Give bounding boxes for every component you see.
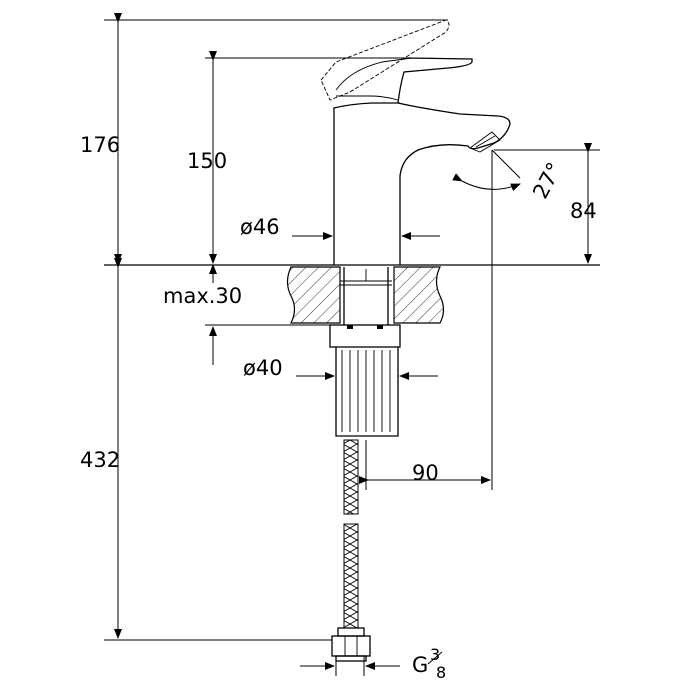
mounting-nut-top	[329, 324, 401, 348]
label-150: 150	[187, 149, 227, 173]
dim-arc-27deg	[452, 173, 521, 192]
aerator-line	[475, 135, 496, 148]
label-432: 432	[80, 448, 120, 472]
label-90: 90	[412, 461, 439, 485]
dimension-lines	[114, 13, 592, 670]
hose-upper-segment	[343, 439, 359, 515]
label-diameter-40: ø40	[243, 356, 283, 380]
spout-aerator	[469, 131, 501, 153]
angle-ref-line	[491, 149, 521, 179]
countertop	[286, 266, 445, 324]
hose-connector-nut	[331, 635, 371, 657]
nut-mark-left	[347, 325, 353, 329]
lever-handle	[335, 57, 413, 104]
hose-connector-end	[335, 655, 367, 662]
label-max-30: max.30	[163, 284, 242, 308]
label-thread-denominator: 8	[436, 663, 446, 682]
faucet-body-outline	[333, 57, 511, 265]
label-176: 176	[80, 133, 120, 157]
dimension-labels: 176 150 ø46 84 max.30 ø40 432 90 G 3 8 2…	[80, 133, 597, 682]
countertop-left-section	[286, 266, 341, 324]
nut-mark-right	[377, 325, 383, 329]
lever-handle-lower	[336, 95, 399, 101]
faucet-body	[320, 19, 511, 265]
hose-lower-segment	[343, 523, 359, 629]
faucet-shank	[329, 267, 401, 437]
ribbed-collar	[335, 347, 399, 437]
braided-hose	[331, 439, 371, 662]
thread-fraction-bar	[427, 651, 443, 665]
lever-open-position	[320, 19, 450, 101]
label-diameter-46: ø46	[240, 215, 280, 239]
hose-connector-ferrule	[337, 627, 365, 637]
label-84: 84	[570, 199, 597, 223]
countertop-right-section	[393, 266, 445, 324]
label-angle-27: 27°	[528, 158, 567, 202]
label-thread-g: G	[412, 653, 428, 677]
label-thread-numerator: 3	[430, 645, 440, 664]
